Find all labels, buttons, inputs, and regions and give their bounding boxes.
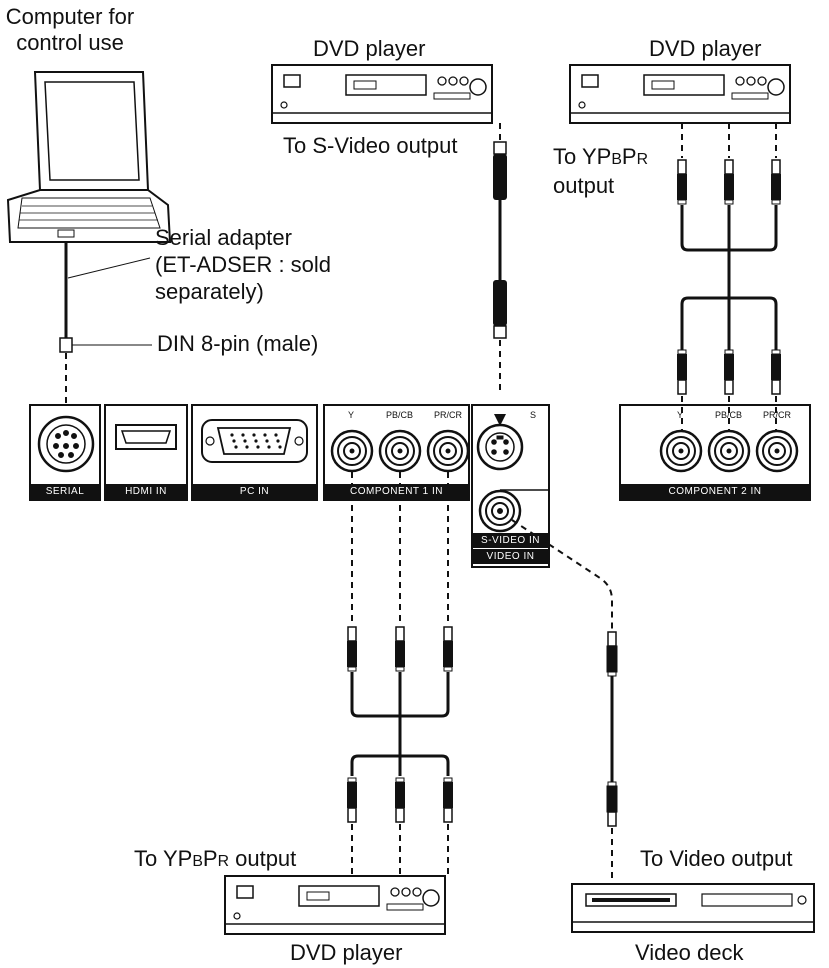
jack-y-label-1: Y bbox=[348, 410, 355, 420]
video-in-label: VIDEO IN bbox=[472, 549, 549, 564]
svideo-output-label: To S-Video output bbox=[283, 133, 458, 158]
component2-plugs-upper bbox=[676, 159, 782, 205]
serial-adapter-line3: separately) bbox=[155, 279, 264, 304]
dvd-player-bottom bbox=[224, 875, 446, 935]
computer-label: Computer for control use bbox=[0, 4, 140, 56]
laptop-computer bbox=[6, 71, 172, 243]
component2-in-label: COMPONENT 2 IN bbox=[620, 484, 810, 500]
component1-plugs-upper bbox=[346, 626, 454, 672]
svideo-cable bbox=[493, 123, 507, 395]
hdmi-in-label: HDMI IN bbox=[105, 484, 187, 500]
dvd-player-top-left bbox=[271, 64, 493, 124]
component1-in-label: COMPONENT 1 IN bbox=[324, 484, 469, 500]
svideo-in-label: S-VIDEO IN bbox=[472, 533, 549, 548]
ypbpr-output-right-line2: output bbox=[553, 173, 615, 198]
ypbpr-output-bottom-label: To YPBPR output bbox=[134, 846, 297, 871]
jack-y-label-2: Y bbox=[677, 410, 684, 420]
video-output-label: To Video output bbox=[640, 846, 793, 871]
jack-pr-label-1: PR/CR bbox=[434, 410, 463, 420]
dvd-player-bottom-label: DVD player bbox=[290, 940, 403, 965]
ypbpr-output-right-line1: To YPBPR bbox=[553, 144, 648, 169]
serial-label: SERIAL bbox=[30, 484, 100, 500]
pc-in-label: PC IN bbox=[192, 484, 317, 500]
serial-adapter-label: Serial adapter (ET-ADSER : sold separate… bbox=[155, 224, 331, 305]
serial-adapter-line1: Serial adapter bbox=[155, 225, 292, 250]
computer-label-line2: control use bbox=[16, 30, 124, 55]
component2-plugs-lower bbox=[676, 349, 782, 395]
video-deck-label: Video deck bbox=[635, 940, 744, 965]
ypbpr-output-right-label: To YPBPR output bbox=[553, 144, 648, 199]
dvd-player-top-right-label: DVD player bbox=[649, 36, 762, 61]
serial-adapter-line2: (ET-ADSER : sold bbox=[155, 252, 332, 277]
din-plug bbox=[59, 337, 73, 353]
jack-pb-label-2: PB/CB bbox=[715, 410, 743, 420]
computer-label-line1: Computer for bbox=[5, 4, 135, 29]
serial-adapter-leader bbox=[67, 257, 151, 279]
dvd-player-top-right bbox=[569, 64, 791, 124]
dvd-player-top-left-label: DVD player bbox=[313, 36, 426, 61]
component2-cable bbox=[680, 123, 778, 432]
jack-pr-label-2: PR/CR bbox=[763, 410, 792, 420]
video-deck bbox=[571, 883, 815, 933]
jack-s-label: S bbox=[530, 410, 537, 420]
video-cable bbox=[511, 519, 618, 884]
din-connector-label: DIN 8-pin (male) bbox=[157, 331, 319, 356]
component1-plugs-lower bbox=[346, 777, 454, 823]
jack-pb-label-1: PB/CB bbox=[386, 410, 414, 420]
